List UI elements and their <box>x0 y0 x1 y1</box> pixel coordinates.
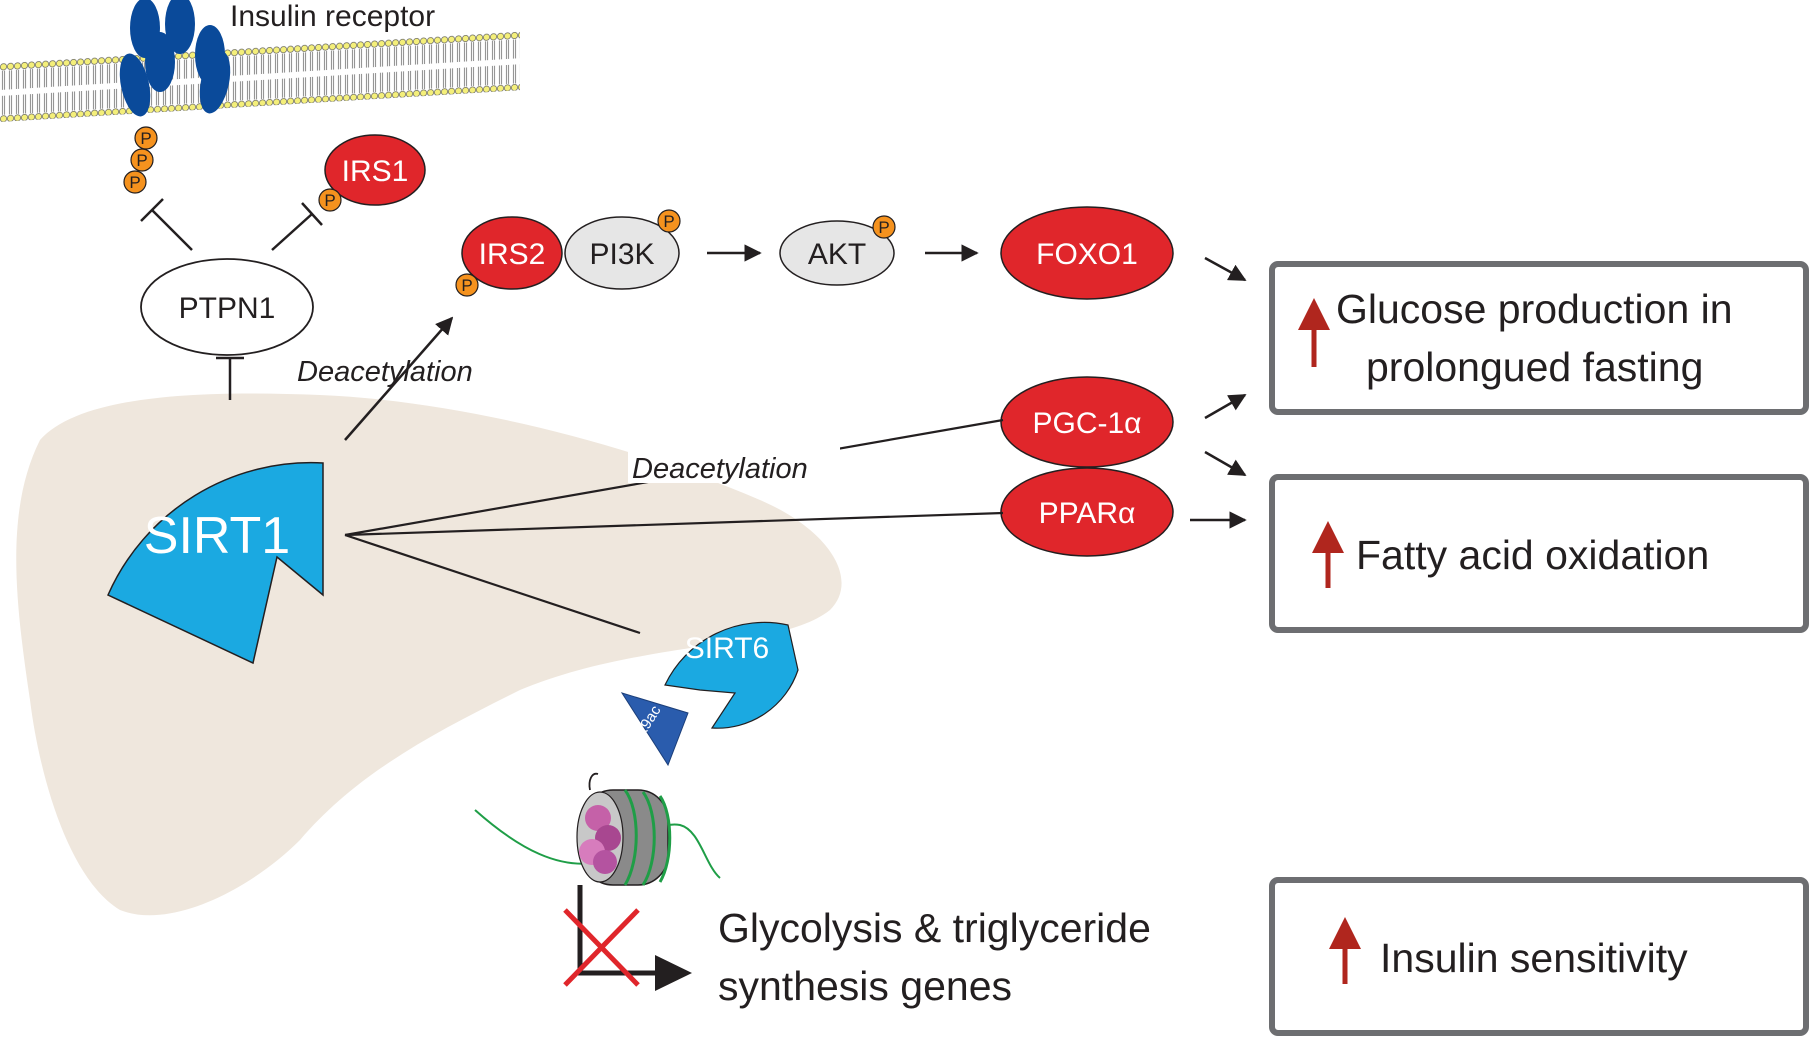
ptpn1-label: PTPN1 <box>179 292 276 325</box>
up-arrow-icon <box>1298 298 1330 330</box>
deacetylation-label-top: Deacetylation <box>297 356 473 388</box>
receptor-phosphates: P P P <box>123 126 158 194</box>
akt-label: AKT <box>808 238 866 271</box>
fatty-acid-label: Fatty acid oxidation <box>1356 532 1709 578</box>
up-arrow-icon <box>1329 917 1361 949</box>
pi3k-node <box>564 216 680 290</box>
pgc1a-label: PGC-1α <box>1032 407 1141 440</box>
pgc1a-node <box>1000 376 1174 468</box>
up-arrow-icon <box>1312 521 1344 553</box>
genes-label-line1: Glycolysis & triglyceride <box>718 905 1151 951</box>
pathway-arrows <box>344 244 1247 529</box>
phospho-label: P <box>878 218 889 237</box>
outcome-fatty-acid: Fatty acid oxidation <box>1269 474 1809 633</box>
k9ac-mark <box>620 692 689 767</box>
outcome-glucose: Glucose production in prolongued fasting <box>1269 261 1809 415</box>
pi3k-label: PI3K <box>589 238 654 271</box>
glucose-line2: prolongued fasting <box>1366 344 1703 390</box>
ppara-label: PPARα <box>1039 497 1136 530</box>
deacetylation-bg <box>628 447 840 483</box>
foxo1-node <box>1000 206 1174 300</box>
ptpn1-inhibitions <box>140 198 323 400</box>
glucose-line1: Glucose production in <box>1336 286 1733 332</box>
sirt1-shape <box>107 461 324 665</box>
irs1-node <box>324 134 426 206</box>
foxo1-label: FOXO1 <box>1036 238 1138 271</box>
phospho-label: P <box>461 276 472 295</box>
irs2-label: IRS2 <box>479 238 546 271</box>
deacetylation-label-mid: Deacetylation <box>632 453 808 485</box>
cell-membrane <box>0 30 520 122</box>
irs1-label: IRS1 <box>342 155 409 188</box>
phospho-label: P <box>324 191 335 210</box>
akt-node <box>779 220 895 286</box>
ptpn1-node <box>140 258 314 356</box>
outcome-insulin-sensitivity: Insulin sensitivity <box>1269 877 1809 1036</box>
sirt6-shape <box>664 621 799 729</box>
nucleosome <box>474 772 721 886</box>
genes-label-line2: synthesis genes <box>718 963 1012 1009</box>
phospho-label: P <box>140 129 151 148</box>
phospho-label: P <box>129 173 140 192</box>
insulin-sensitivity-label: Insulin sensitivity <box>1380 935 1688 981</box>
phospho-label: P <box>136 151 147 170</box>
irs2-node <box>461 216 563 290</box>
sirt6-label: SIRT6 <box>685 632 769 665</box>
insulin-receptor-label: Insulin receptor <box>230 0 435 33</box>
blocked-transcription <box>563 885 692 991</box>
sirt1-label: SIRT1 <box>144 507 290 565</box>
phospho-label: P <box>663 212 674 231</box>
insulin-receptor <box>119 0 231 117</box>
